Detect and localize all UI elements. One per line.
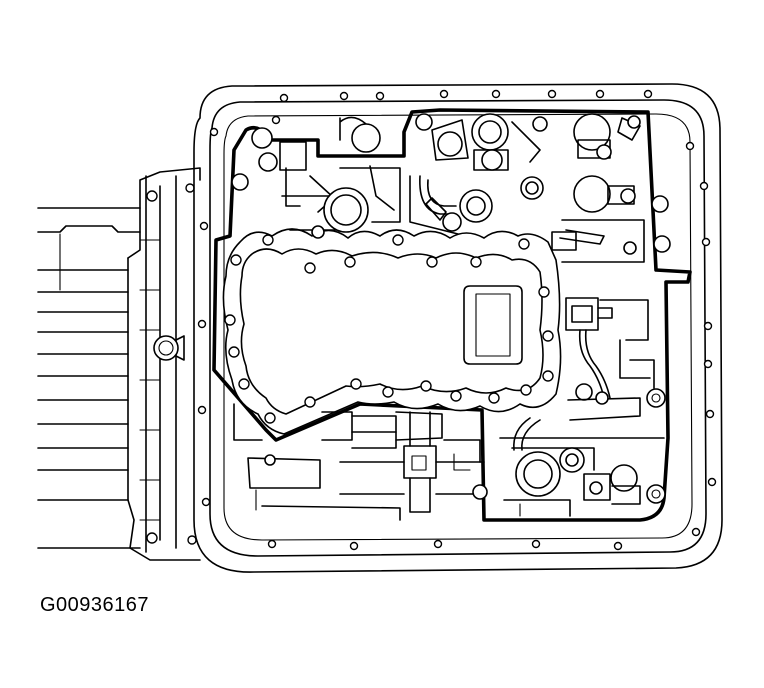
flange-bolt-holes <box>197 89 717 551</box>
right-middle-solenoid-area <box>513 297 666 451</box>
transmission-case <box>37 167 201 561</box>
lower-right-valve-area <box>499 437 666 517</box>
oil-pan-flange <box>193 83 723 573</box>
upper-right-valve-area <box>551 113 671 263</box>
separator-gasket <box>222 228 562 435</box>
gasket-bolt-holes <box>224 234 554 424</box>
upper-center-valve-area <box>409 113 548 235</box>
lower-left-valve-area <box>233 403 488 521</box>
figure-code-label: G00936167 <box>40 594 150 616</box>
upper-left-valve-area <box>231 116 401 239</box>
